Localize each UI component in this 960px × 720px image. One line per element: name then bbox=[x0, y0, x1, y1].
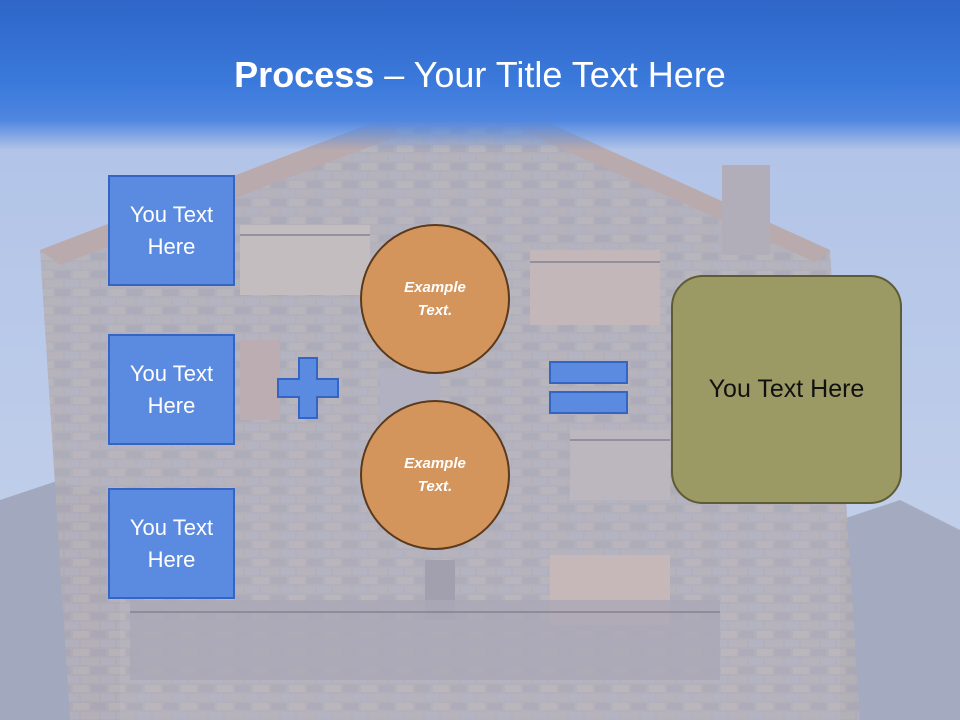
example-circle-1-line1: Example bbox=[404, 279, 466, 296]
result-box[interactable]: You Text Here bbox=[671, 275, 902, 504]
input-box-2-line2: Here bbox=[147, 392, 196, 418]
title-bold: Process bbox=[234, 54, 375, 95]
input-box-3-line1: You Text bbox=[129, 514, 214, 540]
result-box-text: You Text Here bbox=[708, 375, 865, 403]
example-circle-2-line1: Example bbox=[404, 455, 466, 472]
slide-title[interactable]: Process – Your Title Text Here bbox=[0, 50, 960, 100]
example-circle-2-line2: Text. bbox=[417, 478, 453, 495]
input-box-2-line1: You Text bbox=[129, 360, 214, 386]
equals-icon bbox=[549, 361, 628, 414]
input-box-1-line1: You Text bbox=[129, 201, 214, 227]
plus-icon bbox=[277, 357, 339, 419]
title-rest: Your Title Text Here bbox=[413, 54, 726, 95]
example-circle-1-line2: Text. bbox=[417, 302, 453, 319]
input-box-3-line2: Here bbox=[147, 546, 196, 572]
title-dash: – bbox=[374, 54, 414, 95]
title-bar bbox=[0, 0, 960, 150]
input-box-1-line2: Here bbox=[147, 233, 196, 259]
